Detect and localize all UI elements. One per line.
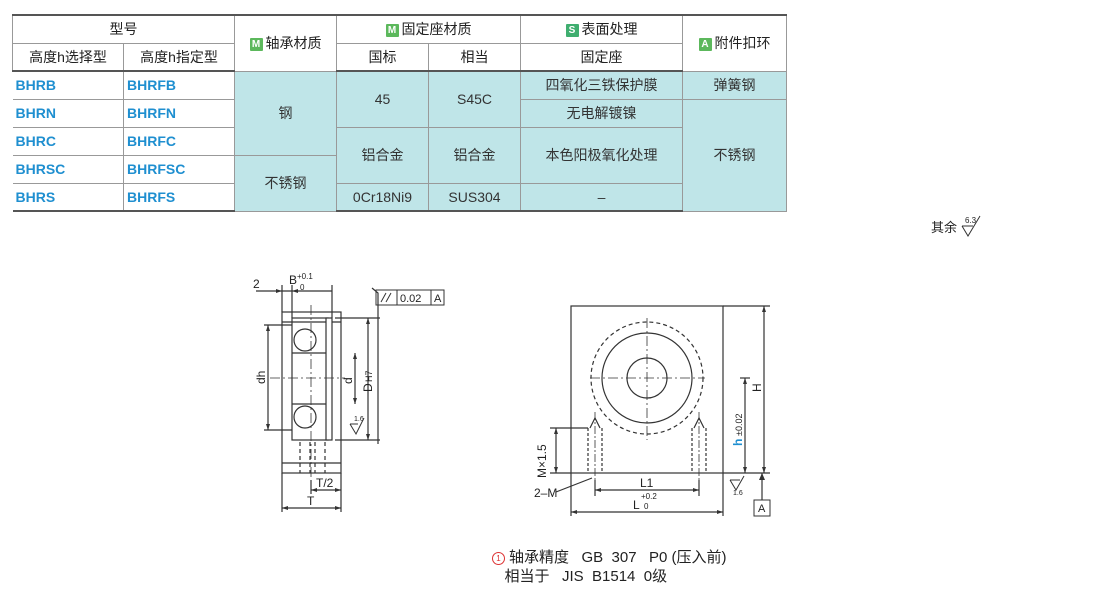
bearing-precision-note: 1 轴承精度 GB 307 P0 (压入前) 相当于 JIS B1514 0级	[492, 548, 727, 586]
roughness-icon: 6.3	[961, 215, 981, 237]
bearing-stainless: 不锈钢	[234, 154, 337, 212]
ball-bottom-icon	[293, 405, 317, 429]
dim-h-tol: ±0.02	[734, 414, 744, 436]
seat-0cr: 0Cr18Ni9	[336, 182, 429, 212]
table-row: BHRB BHRFB 钢 45 S45C 四氧化三铁保护膜 弹簧钢	[12, 70, 787, 156]
dim-D: D	[361, 383, 375, 392]
dim-b-tol: +0.1	[297, 272, 313, 281]
table-row: BHRS BHRFS 0Cr18Ni9 SUS304 –	[12, 182, 787, 212]
dim-2: 2	[253, 277, 260, 291]
seat-al2: 铝合金	[428, 126, 521, 184]
attach-2: 不锈钢	[682, 98, 787, 212]
m-badge-icon: M	[249, 38, 263, 52]
info-mark-icon: 1	[492, 551, 505, 565]
subheader-seat: 固定座	[520, 42, 683, 72]
roughness-a: 1.6	[354, 416, 364, 423]
code-specify[interactable]: BHRFN	[123, 98, 235, 128]
surface-1: 四氧化三铁保护膜	[520, 70, 683, 100]
dim-b-tol2: 0	[300, 283, 305, 292]
code-specify[interactable]: BHRFSC	[123, 154, 235, 184]
surface-roughness-rest: 其余 6.3	[931, 214, 983, 238]
dim-2m: 2–M	[534, 486, 557, 500]
code-select[interactable]: BHRSC	[12, 154, 124, 184]
dim-l-tol: +0.2	[641, 492, 657, 501]
rest-label: 其余	[931, 219, 958, 235]
dim-l1: L1	[640, 476, 654, 490]
front-view-body	[570, 305, 724, 474]
code-specify[interactable]: BHRFS	[123, 182, 235, 212]
note-line-2: 相当于 JIS B1514 0级	[504, 568, 668, 585]
seat-45: 45	[336, 70, 429, 128]
dim-l-tol2: 0	[644, 502, 649, 511]
table-row: BHRC BHRFC 铝合金 铝合金 本色阳极氧化处理	[12, 126, 787, 184]
dim-dh: dh	[254, 371, 268, 384]
datum-ref: A	[434, 293, 442, 305]
surface-2: 无电解镀镍	[520, 98, 683, 128]
subheader-specify: 高度h指定型	[123, 42, 235, 72]
bearing-steel: 钢	[234, 70, 337, 156]
bearing-recess	[291, 317, 329, 441]
dim-h: h	[731, 439, 745, 446]
surface-4: –	[520, 182, 683, 212]
ball-top-icon	[293, 328, 317, 352]
table-row: BHRSC BHRFSC 不锈钢	[12, 154, 787, 212]
parallel-value: 0.02	[400, 293, 421, 305]
dim-H7: H7	[364, 370, 374, 382]
side-view-body	[281, 311, 342, 474]
rest-value: 6.3	[965, 216, 977, 225]
dim-d: d	[341, 377, 355, 384]
m-badge-icon: M	[385, 24, 399, 38]
table-row: BHRN BHRFN 无电解镀镍 不锈钢	[12, 98, 787, 212]
code-select[interactable]: BHRS	[12, 182, 124, 212]
code-select[interactable]: BHRC	[12, 126, 124, 156]
hidden-holes	[299, 442, 326, 473]
datum-a: A	[758, 503, 766, 515]
code-select[interactable]: BHRB	[12, 70, 124, 100]
seat-al: 铝合金	[336, 126, 429, 184]
dim-b: B	[289, 273, 297, 287]
note-line-1: 轴承精度 GB 307 P0 (压入前)	[509, 549, 727, 566]
seat-sus: SUS304	[428, 182, 521, 212]
attach-1: 弹簧钢	[682, 70, 787, 100]
dim-H: H	[750, 383, 764, 392]
roughness-b: 1.6	[733, 490, 743, 497]
retaining-ring	[325, 317, 333, 441]
surface-3: 本色阳极氧化处理	[520, 126, 683, 184]
dim-t: T	[307, 494, 315, 508]
dim-t2: T/2	[316, 476, 334, 490]
code-select[interactable]: BHRN	[12, 98, 124, 128]
dim-m15: M×1.5	[535, 444, 549, 478]
tapped-holes	[587, 428, 707, 473]
header-model: 型号	[12, 14, 235, 44]
dim-l: L	[633, 498, 640, 512]
subheader-select: 高度h选择型	[12, 42, 124, 72]
s-badge-icon: S	[565, 24, 579, 38]
a-badge-icon: A	[698, 38, 712, 52]
